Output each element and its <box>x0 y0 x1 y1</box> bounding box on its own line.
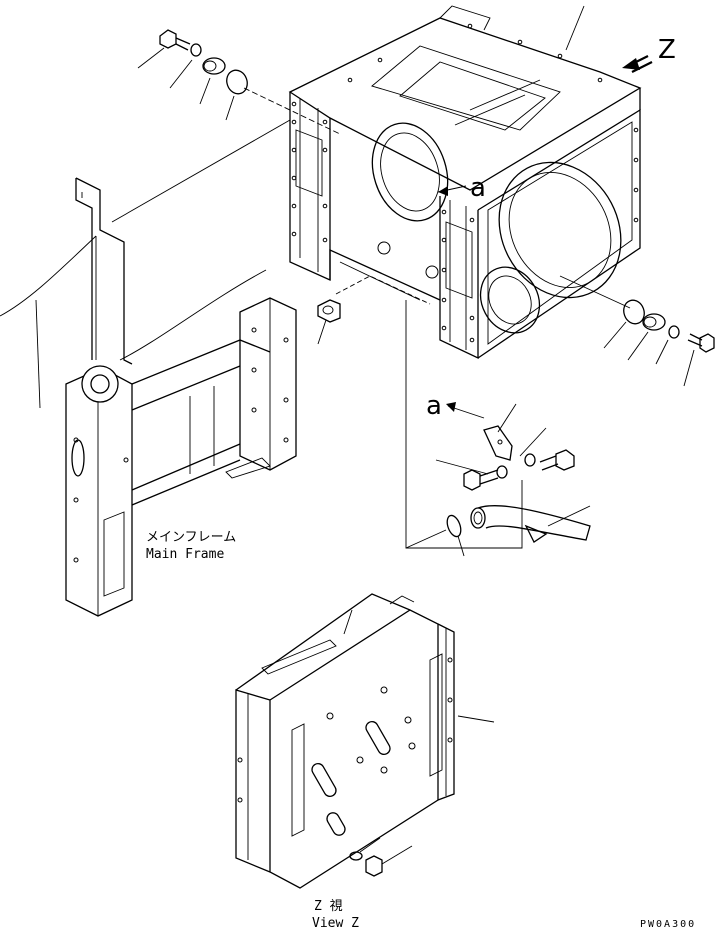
view-z-housing <box>235 593 455 889</box>
bolt-left <box>159 29 191 51</box>
main-frame-label-jp: メインフレーム <box>146 530 236 545</box>
view-z-plug <box>349 851 363 861</box>
washer-left <box>190 43 202 57</box>
washer-bracket-left <box>496 465 508 479</box>
view-z-arrow-icon <box>622 55 653 73</box>
bolt-right <box>687 333 715 353</box>
seal-right <box>623 299 645 325</box>
main-frame-label-en: Main Frame <box>146 547 224 562</box>
washer-bracket <box>524 453 536 467</box>
bracket <box>483 425 513 461</box>
plug-right <box>642 313 666 331</box>
detail-ref-a-bracket: a <box>426 391 442 421</box>
bolt-bracket-left <box>463 469 499 491</box>
plug-left <box>202 57 226 75</box>
detail-ref-a-housing: a <box>470 173 486 203</box>
view-z-letter: Z <box>658 35 676 65</box>
drain-plug <box>317 299 341 323</box>
drawing-code: PW0A300 <box>640 919 696 930</box>
view-z-bolt <box>365 845 413 877</box>
main-frame <box>0 177 297 617</box>
washer-right <box>668 325 680 339</box>
view-z-label-en: View Z <box>312 916 359 931</box>
rear-case-housing <box>288 5 642 360</box>
seal-left <box>226 69 248 95</box>
view-z-label-jp: Z 視 <box>314 899 343 914</box>
o-ring <box>446 514 462 538</box>
bolt-bracket-right <box>539 449 575 471</box>
tube-pipe <box>470 505 591 543</box>
